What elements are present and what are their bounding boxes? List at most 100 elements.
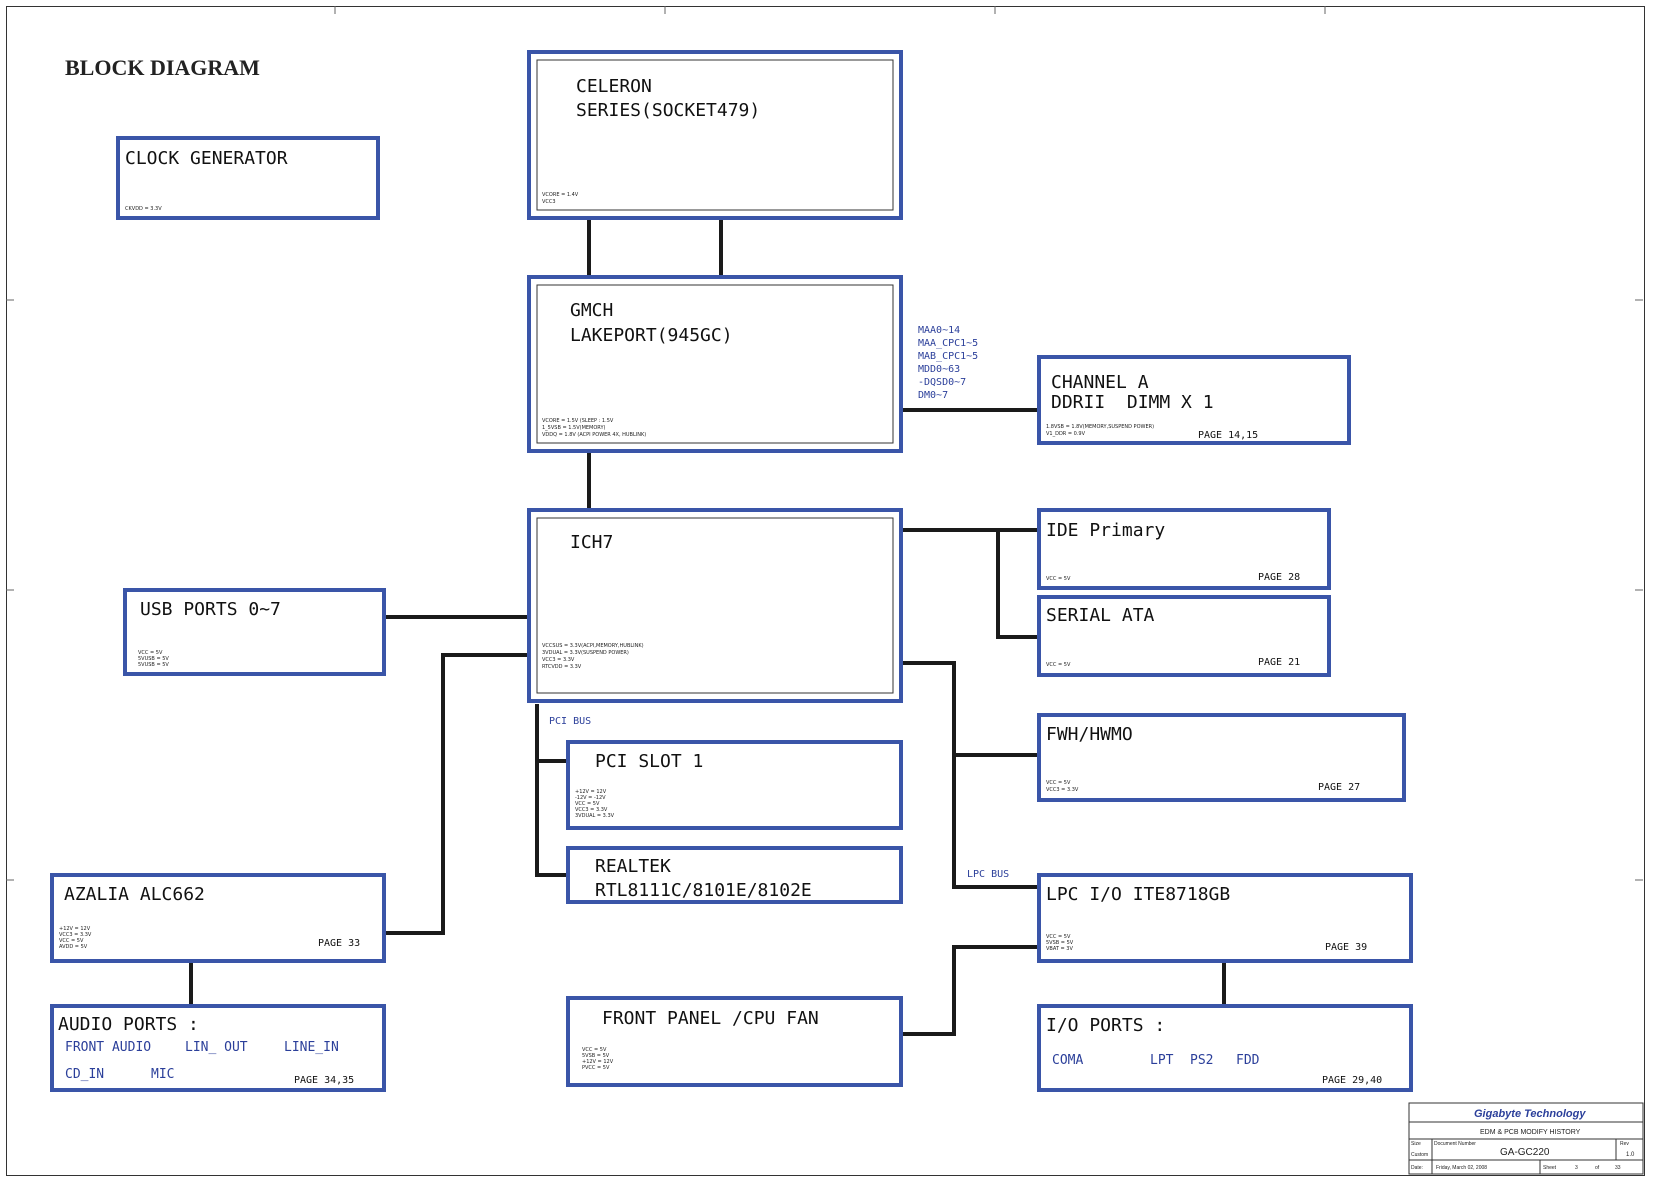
title-block-sheet-value: 3 xyxy=(1575,1165,1578,1171)
azalia-power-4: AVDD = 5V xyxy=(59,944,88,950)
usb-title: USB PORTS 0~7 xyxy=(140,599,281,620)
usb-power-2: 5VUSB = 5V xyxy=(138,656,169,662)
azalia-power-2: VCC3 = 3.3V xyxy=(59,932,92,938)
channel-a-page: PAGE 14,15 xyxy=(1198,430,1258,441)
front-panel-power-1: VCC = 5V xyxy=(582,1047,607,1053)
serial-ata-block: SERIAL ATA VCC = 5V PAGE 21 xyxy=(1037,595,1331,677)
ide-title: IDE Primary xyxy=(1046,520,1165,541)
azalia-power-3: VCC = 5V xyxy=(59,938,84,944)
gmch-title-1: GMCH xyxy=(570,300,613,321)
clock-power: CKVDD = 3.3V xyxy=(125,206,162,212)
border-ticks xyxy=(6,6,1643,881)
audio-port-front-audio: FRONT AUDIO xyxy=(65,1040,151,1055)
realtek-title-1: REALTEK xyxy=(595,856,671,877)
audio-ports-block: AUDIO PORTS : FRONT AUDIO LIN_ OUT LINE_… xyxy=(50,1004,386,1092)
pci-slot-power-4: VCC3 = 3.3V xyxy=(575,807,608,813)
lpc-io-title: LPC I/O ITE8718GB xyxy=(1046,884,1230,905)
usb-power-1: VCC = 5V xyxy=(138,650,163,656)
gmch-power-1: VCORE = 1.5V (SLEEP : 1.5V xyxy=(542,418,614,424)
title-block-subtitle: EDM & PCB MODIFY HISTORY xyxy=(1480,1129,1581,1136)
front-panel-block: FRONT PANEL /CPU FAN VCC = 5V 5VSB = 5V … xyxy=(566,996,903,1087)
fwh-title: FWH/HWMO xyxy=(1046,724,1133,745)
mem-signal-5: -DQSD0~7 xyxy=(918,377,966,388)
mem-signal-3: MAB_CPC1~5 xyxy=(918,351,978,362)
lpc-io-block: LPC I/O ITE8718GB VCC = 5V 5VSB = 5V VBA… xyxy=(1037,873,1413,963)
wire-ich7-sata xyxy=(996,530,1039,639)
audio-port-cd-in: CD_IN xyxy=(65,1067,104,1082)
clock-generator-block: CLOCK GENERATOR CKVDD = 3.3V xyxy=(116,136,380,220)
title-block-rev-label: Rev xyxy=(1620,1141,1629,1147)
azalia-title: AZALIA ALC662 xyxy=(64,884,205,905)
mem-signal-6: DM0~7 xyxy=(918,390,948,401)
io-ports-page: PAGE 29,40 xyxy=(1322,1075,1382,1086)
pci-slot-power-3: VCC = 5V xyxy=(575,801,600,807)
io-port-lpt: LPT xyxy=(1150,1053,1174,1068)
title-block-date-label: Date: xyxy=(1411,1165,1423,1171)
pci-slot-block: PCI SLOT 1 +12V = 12V -12V = -12V VCC = … xyxy=(566,740,903,830)
clock-title: CLOCK GENERATOR xyxy=(125,148,288,169)
cpu-block: CELERON SERIES(SOCKET479) VCORE = 1.4V V… xyxy=(527,50,903,220)
wire-frontpanel-lpcio xyxy=(901,945,1039,1036)
title-block-size-value: Custom xyxy=(1411,1152,1428,1158)
io-ports-block: I/O PORTS : COMA LPT PS2 FDD PAGE 29,40 xyxy=(1037,1004,1413,1092)
wire-azalia-ich7 xyxy=(384,653,529,935)
audio-port-line-in: LINE_IN xyxy=(284,1040,339,1055)
front-panel-power-3: +12V = 12V xyxy=(582,1059,614,1065)
title-block: Gigabyte Technology EDM & PCB MODIFY HIS… xyxy=(1408,1102,1644,1175)
lpc-io-power-1: VCC = 5V xyxy=(1046,934,1071,940)
mem-signal-4: MDD0~63 xyxy=(918,364,960,375)
pci-bus-label: PCI BUS xyxy=(549,716,591,727)
mem-signal-2: MAA_CPC1~5 xyxy=(918,338,978,349)
gmch-block: GMCH LAKEPORT(945GC) VCORE = 1.5V (SLEEP… xyxy=(527,275,903,453)
title-block-doc-value: GA-GC220 xyxy=(1500,1147,1550,1158)
lpc-io-power-3: VBAT = 3V xyxy=(1046,946,1073,952)
lpc-io-page: PAGE 39 xyxy=(1325,942,1367,953)
title-block-rev-value: 1.0 xyxy=(1626,1152,1635,1158)
audio-ports-title: AUDIO PORTS : xyxy=(58,1014,199,1035)
channel-a-title-1: CHANNEL A xyxy=(1051,372,1149,393)
title-block-company: Gigabyte Technology xyxy=(1474,1108,1586,1120)
cpu-title-1: CELERON xyxy=(576,76,652,97)
io-port-fdd: FDD xyxy=(1236,1053,1260,1068)
gmch-power-3: VDDQ = 1.8V (ACPI POWER 4X, HUBLINK) xyxy=(542,432,646,438)
lpc-bus-label: LPC BUS xyxy=(967,869,1009,880)
fwh-power-1: VCC = 5V xyxy=(1046,780,1071,786)
title-block-size-label: Size xyxy=(1411,1141,1421,1147)
connections xyxy=(189,218,1226,1036)
ich7-power-2: 3VDUAL = 3.3V(SUSPEND POWER) xyxy=(542,650,629,656)
title-block-doc-label: Document Number xyxy=(1434,1141,1476,1147)
usb-ports-block: USB PORTS 0~7 VCC = 5V 5VUSB = 5V 5VUSB … xyxy=(123,588,386,676)
cpu-power-2: VCC3 xyxy=(542,199,556,205)
pci-slot-power-2: -12V = -12V xyxy=(575,795,606,801)
io-port-ps2: PS2 xyxy=(1190,1053,1213,1068)
fwh-hwmo-block: FWH/HWMO VCC = 5V VCC3 = 3.3V PAGE 27 xyxy=(1037,713,1406,802)
ide-page: PAGE 28 xyxy=(1258,572,1300,583)
azalia-power-1: +12V = 12V xyxy=(59,926,91,932)
memory-signal-labels: MAA0~14 MAA_CPC1~5 MAB_CPC1~5 MDD0~63 -D… xyxy=(918,325,978,401)
audio-port-mic: MIC xyxy=(151,1067,174,1082)
sheet-frame xyxy=(6,6,1645,1176)
mem-signal-1: MAA0~14 xyxy=(918,325,960,336)
realtek-block: REALTEK RTL8111C/8101E/8102E xyxy=(566,846,903,904)
realtek-title-2: RTL8111C/8101E/8102E xyxy=(595,880,812,901)
wire-pci-bus xyxy=(535,704,568,877)
ide-power: VCC = 5V xyxy=(1046,576,1071,582)
ich7-power-3: VCC3 = 3.3V xyxy=(542,657,575,663)
ich7-power-4: RTCVDD = 3.3V xyxy=(542,664,582,670)
title-block-date-value: Friday, March 02, 2008 xyxy=(1436,1165,1487,1171)
front-panel-power-4: PVCC = 5V xyxy=(582,1065,610,1071)
pci-slot-power-1: +12V = 12V xyxy=(575,789,607,795)
ich7-title: ICH7 xyxy=(570,532,613,553)
front-panel-title: FRONT PANEL /CPU FAN xyxy=(602,1008,819,1029)
fwh-page: PAGE 27 xyxy=(1318,782,1360,793)
diagram-title: BLOCK DIAGRAM xyxy=(65,55,260,80)
pci-slot-title: PCI SLOT 1 xyxy=(595,751,703,772)
cpu-power-1: VCORE = 1.4V xyxy=(542,192,579,198)
ich7-power-1: VCCSUS = 3.3V(ACPI,MEMORY,HUBLINK) xyxy=(542,643,644,649)
cpu-title-2: SERIES(SOCKET479) xyxy=(576,100,760,121)
front-panel-power-2: 5VSB = 5V xyxy=(582,1053,610,1059)
ich7-block: ICH7 VCCSUS = 3.3V(ACPI,MEMORY,HUBLINK) … xyxy=(527,508,903,703)
channel-a-power-1: 1.8VSB = 1.8V(MEMORY,SUSPEND POWER) xyxy=(1046,424,1154,430)
lpc-io-power-2: 5VSB = 5V xyxy=(1046,940,1074,946)
